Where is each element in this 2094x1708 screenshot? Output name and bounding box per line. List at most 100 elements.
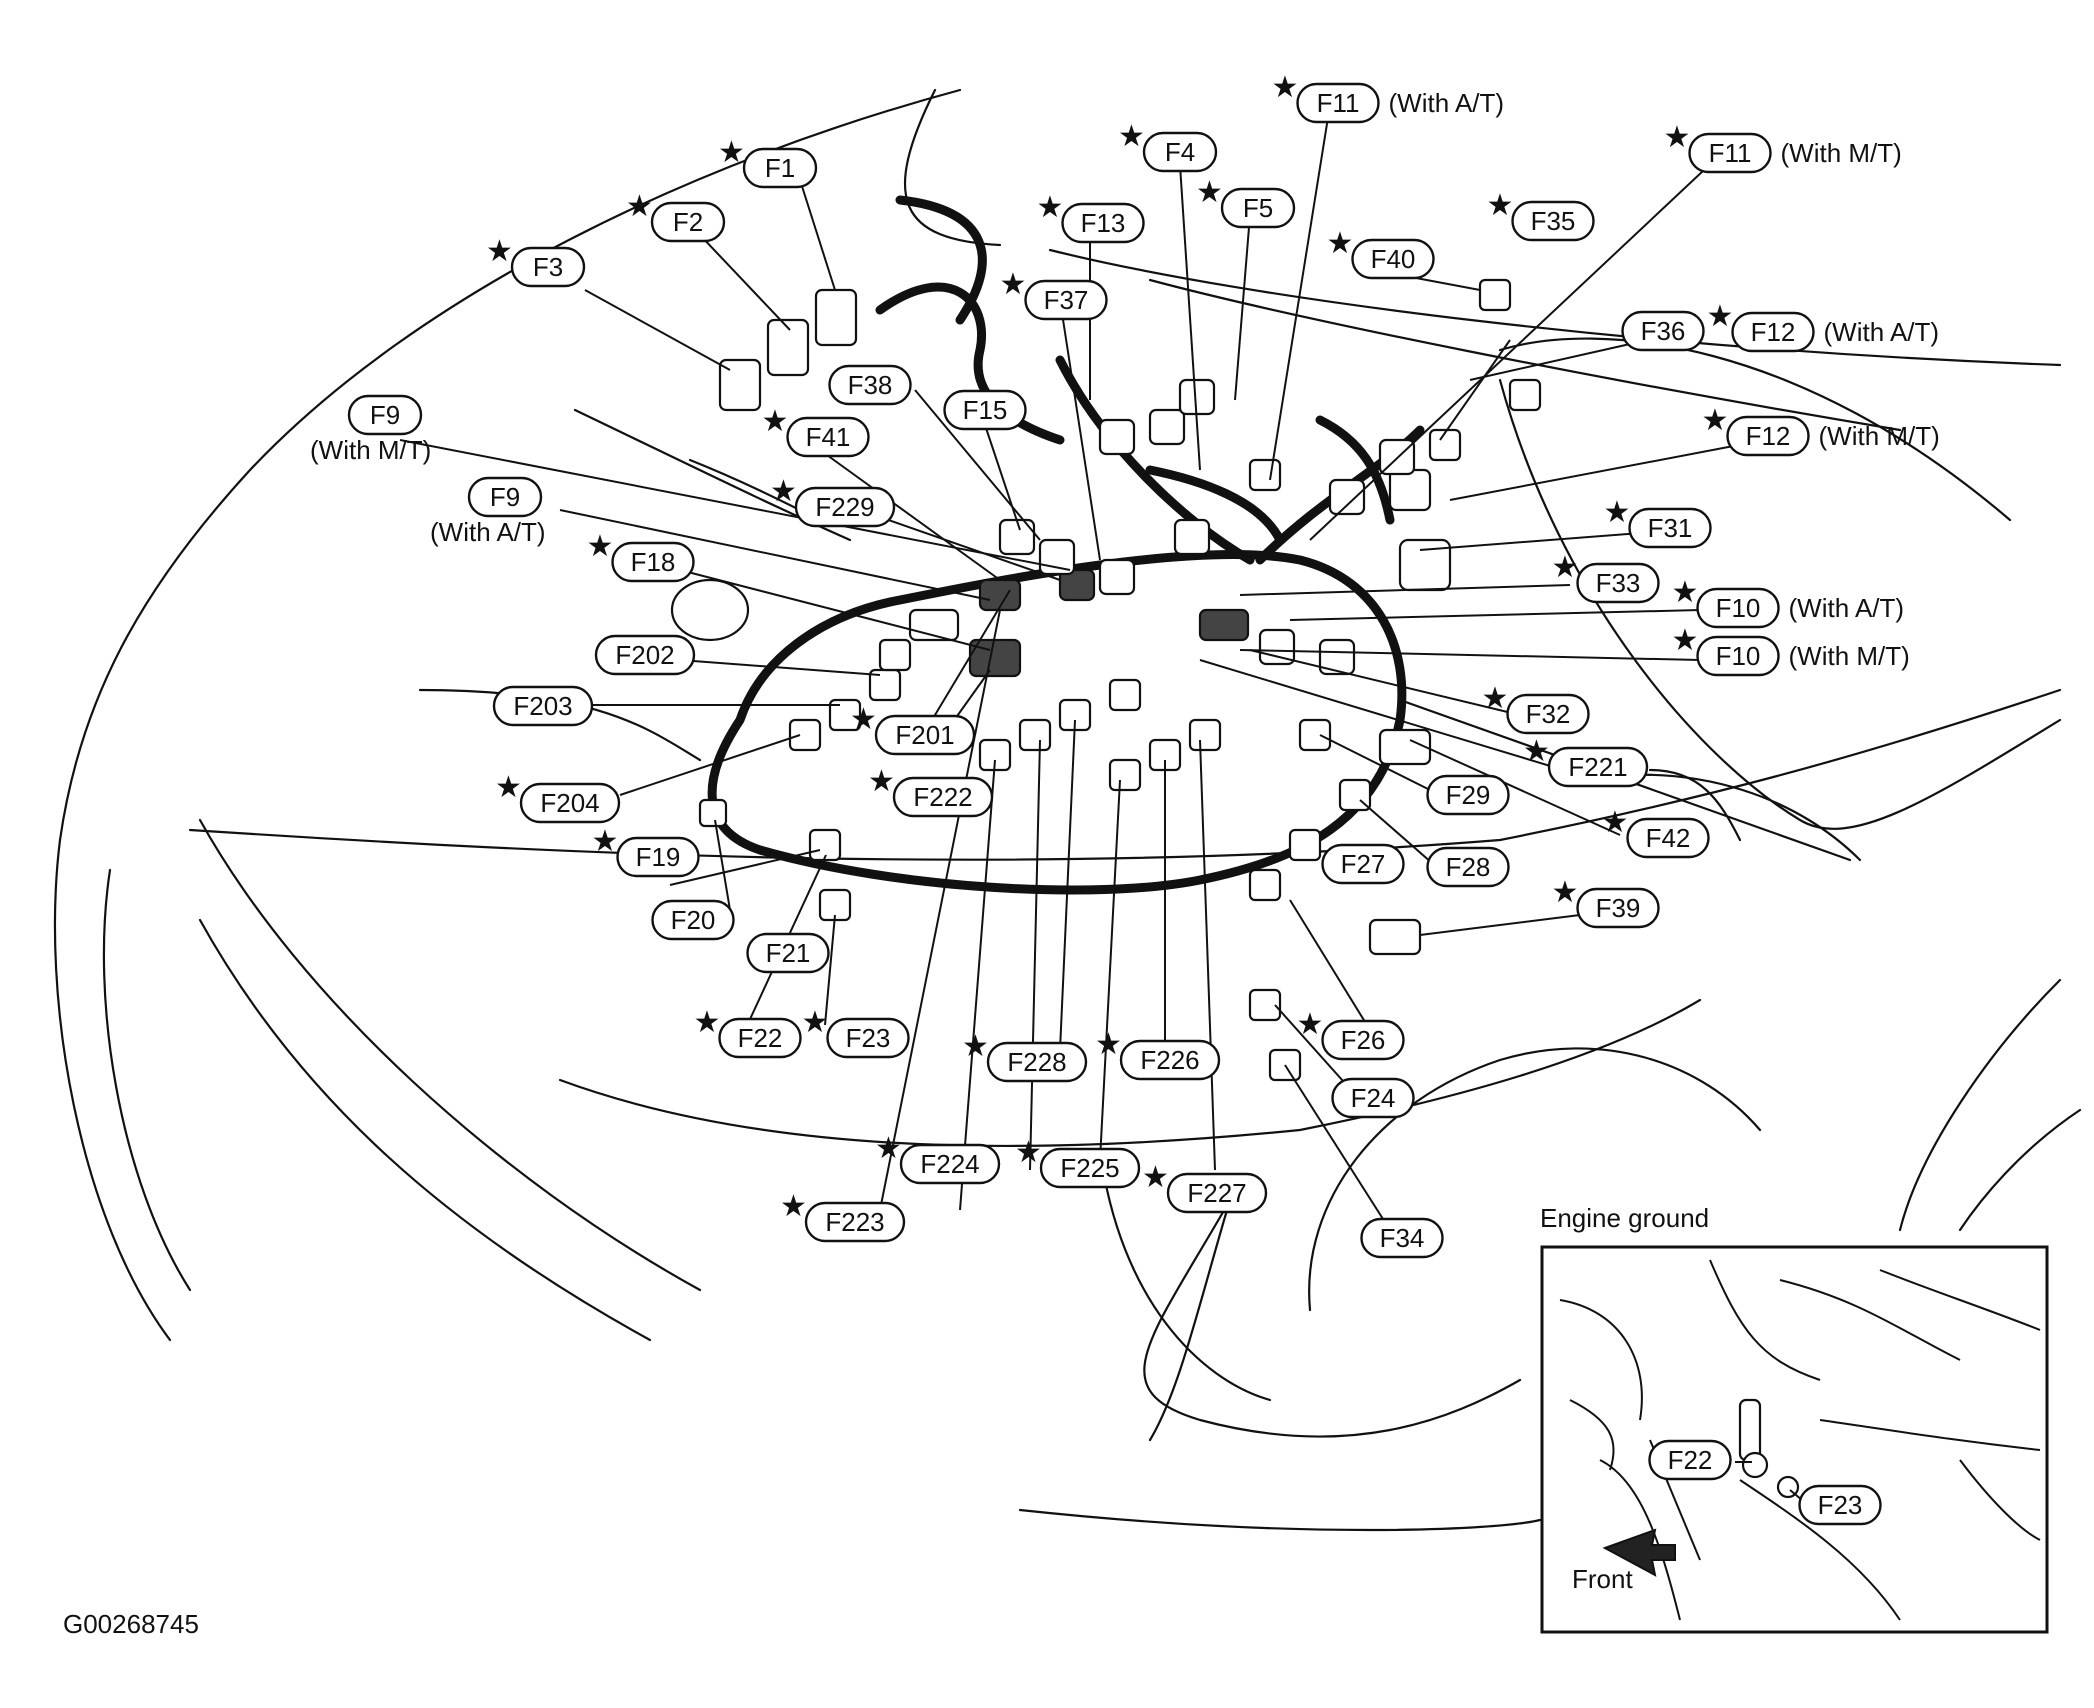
label-text: F12 <box>1746 421 1791 451</box>
label-text: F23 <box>1818 1490 1863 1520</box>
label-note: (With A/T) <box>430 517 546 547</box>
label-text: F26 <box>1341 1025 1386 1055</box>
label-pill <box>742 147 818 189</box>
label-pill <box>1696 635 1780 677</box>
label-text: F228 <box>1007 1047 1066 1077</box>
label-pill <box>746 932 830 974</box>
label-pill <box>1506 693 1590 735</box>
star-marker-icon: ★ <box>802 1006 829 1039</box>
label-pill <box>1166 1172 1268 1214</box>
connector-label-f222: F222★ <box>868 765 994 818</box>
connector-labels: F1★F2★F3★F4★F5★F9(With M/T)F9(With A/T)F… <box>310 71 1940 1259</box>
label-pill <box>1321 843 1405 885</box>
vehicle-outline <box>53 88 2082 1532</box>
label-pill <box>651 899 735 941</box>
label-pill <box>1351 238 1435 280</box>
connector-label-f19: F19★ <box>592 825 700 878</box>
connector-label-f221: F221★ <box>1523 735 1649 788</box>
label-pill <box>1039 1147 1141 1189</box>
leader-lines <box>399 104 1766 1231</box>
label-text: F4 <box>1165 137 1195 167</box>
inset-title: Engine ground <box>1540 1203 1709 1233</box>
star-marker-icon: ★ <box>1482 682 1509 715</box>
label-pill <box>650 201 726 243</box>
label-text: F203 <box>513 691 572 721</box>
label-pill <box>826 1017 910 1059</box>
connector-label-f225: F225 ★ <box>1015 1136 1141 1189</box>
connector-label-f228: F228★ <box>962 1030 1088 1083</box>
connector-label-f20: F20 <box>651 899 735 941</box>
label-pill <box>1142 131 1218 173</box>
label-text: F20 <box>671 905 716 935</box>
label-text: F223 <box>825 1207 884 1237</box>
label-text: F31 <box>1648 513 1693 543</box>
connector-label-f33: F33★ <box>1552 551 1660 604</box>
label-pill <box>1628 507 1712 549</box>
label-note: (With M/T) <box>1781 138 1902 168</box>
label-pill <box>794 486 896 528</box>
label-text: F226 <box>1140 1045 1199 1075</box>
star-marker-icon: ★ <box>1000 268 1027 301</box>
connector-label-f223: F223★ <box>780 1190 906 1243</box>
star-marker-icon: ★ <box>1664 121 1691 154</box>
connector-label-f35: F35★ <box>1487 189 1595 242</box>
label-pill <box>1731 311 1815 353</box>
inset-label-if22: F22 <box>1648 1439 1732 1481</box>
label-text: F32 <box>1526 699 1571 729</box>
label-text: F10 <box>1716 593 1761 623</box>
connector-label-f9mt: F9(With M/T) <box>310 394 431 465</box>
label-pill <box>1547 746 1649 788</box>
star-marker-icon: ★ <box>1095 1028 1122 1061</box>
label-text: F229 <box>815 492 874 522</box>
inset <box>1540 1245 2049 1634</box>
star-marker-icon: ★ <box>1196 176 1223 209</box>
star-marker-icon: ★ <box>1523 735 1550 768</box>
connector-label-f42: F42 ★ <box>1602 806 1710 859</box>
connector-label-f10mt: F10★(With M/T) <box>1672 624 1910 677</box>
label-pill <box>1321 1019 1405 1061</box>
star-marker-icon: ★ <box>1272 71 1299 104</box>
label-text: F23 <box>846 1023 891 1053</box>
star-marker-icon: ★ <box>868 765 895 798</box>
label-pill <box>594 634 696 676</box>
connector-label-f32: F32 ★ <box>1482 682 1590 735</box>
star-marker-icon: ★ <box>1672 576 1699 609</box>
connector-label-f15: F15 <box>943 389 1027 431</box>
label-pill <box>828 364 912 406</box>
label-text: F11 <box>1709 138 1752 168</box>
label-note: (With M/T) <box>1789 641 1910 671</box>
label-note: (With A/T) <box>1824 317 1940 347</box>
label-pill <box>1331 1077 1415 1119</box>
star-marker-icon: ★ <box>626 190 653 223</box>
star-marker-icon: ★ <box>486 235 513 268</box>
star-marker-icon: ★ <box>1487 189 1514 222</box>
label-pill <box>467 476 543 518</box>
star-marker-icon: ★ <box>592 825 619 858</box>
star-marker-icon: ★ <box>850 703 877 736</box>
connector-label-f13: F13★ <box>1037 191 1145 244</box>
label-pill <box>1576 562 1660 604</box>
label-pill <box>943 389 1027 431</box>
label-pill <box>1426 774 1510 816</box>
label-note: (With M/T) <box>310 435 431 465</box>
star-marker-icon: ★ <box>1015 1136 1042 1169</box>
star-marker-icon: ★ <box>1037 191 1064 224</box>
star-marker-icon: ★ <box>1707 300 1734 333</box>
label-pill <box>1726 415 1810 457</box>
connector-label-f31: F31★ <box>1604 496 1712 549</box>
connector-label-f224: F224★ <box>875 1132 1001 1185</box>
connector-label-f28: F28 <box>1426 846 1510 888</box>
label-pill <box>347 394 423 436</box>
label-pill <box>718 1017 802 1059</box>
label-pill <box>874 714 976 756</box>
star-marker-icon: ★ <box>1672 624 1699 657</box>
label-text: F225 <box>1060 1153 1119 1183</box>
connector-label-f10at: F10★(With A/T) <box>1672 576 1904 629</box>
label-pill <box>1576 887 1660 929</box>
connector-label-f5: F5★ <box>1196 176 1296 229</box>
label-note: (With M/T) <box>1819 421 1940 451</box>
label-text: F42 <box>1646 823 1691 853</box>
star-marker-icon: ★ <box>1602 806 1629 839</box>
